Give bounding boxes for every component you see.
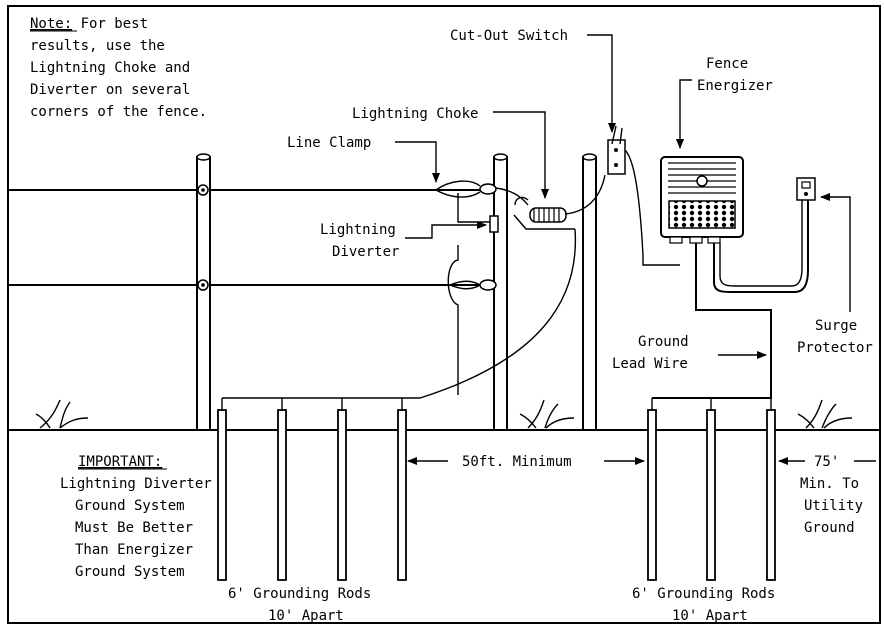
important-line-4: Than Energizer: [75, 542, 193, 558]
lightning-diverter-label-1: Lightning: [320, 222, 396, 238]
lightning-diverter-icon: [489, 215, 499, 233]
fence-energizer-icon: [660, 156, 744, 244]
diverter-ground-wire: [222, 228, 577, 399]
important-line-5: Ground System: [75, 564, 185, 580]
diverter-leader: [405, 221, 487, 239]
energizer-leader: [676, 79, 692, 149]
note-line-3: Lightning Choke and: [30, 60, 190, 76]
cut-out-switch-leader: [587, 34, 616, 133]
fifty-ft-label: 50ft. Minimum: [462, 454, 572, 470]
left-rods-caption-2: 10' Apart: [268, 608, 344, 624]
important-line-1: Lightning Diverter: [60, 476, 212, 492]
grounding-rods-right: [647, 409, 776, 581]
line-clamp-label: Line Clamp: [287, 135, 371, 151]
important-line-3: Must Be Better: [75, 520, 193, 536]
fence-energizer-label-2: Energizer: [697, 78, 773, 94]
note-line-2: results, use the: [30, 38, 165, 54]
grass-icon: [519, 399, 575, 429]
note-line-4: Diverter on several: [30, 82, 190, 98]
right-rods-caption-1: 6' Grounding Rods: [632, 586, 775, 602]
min-to-utility-label-3: Ground: [804, 520, 855, 536]
choke-lead-wire: [495, 187, 529, 206]
corner-insulator-icon: [479, 183, 497, 195]
right-rods-caption-2: 10' Apart: [672, 608, 748, 624]
grass-icon: [35, 399, 89, 429]
power-cord: [713, 200, 809, 293]
note-line-5: corners of the fence.: [30, 104, 207, 120]
line-clamp-leader: [395, 141, 440, 183]
min-to-utility-label-1: Min. To: [800, 476, 859, 492]
corner-insulator-icon: [479, 279, 497, 291]
fence-post-1: [196, 153, 211, 431]
fence-post-3: [582, 153, 597, 431]
fence-energizer-label-1: Fence: [706, 56, 748, 72]
grounding-rods-left: [217, 409, 407, 581]
fence-post-2: [493, 153, 508, 431]
line-clamp-icon: [435, 180, 481, 191]
lightning-diverter-label-2: Diverter: [332, 244, 399, 260]
note-line-1: Note: For best: [30, 16, 148, 32]
surge-protector-label-2: Protector: [797, 340, 873, 356]
lightning-choke-label: Lightning Choke: [352, 106, 478, 122]
grass-icon: [797, 399, 853, 429]
ground-lead-label-2: Lead Wire: [612, 356, 688, 372]
frame-border: [7, 5, 881, 624]
choke-leader: [493, 111, 549, 199]
ground-lead-wire: [652, 243, 772, 399]
surge-protector-leader: [820, 193, 851, 312]
left-rods-caption-1: 6' Grounding Rods: [228, 586, 371, 602]
ground-lead-label-1: Ground: [638, 334, 689, 350]
important-heading: IMPORTANT:: [78, 454, 162, 470]
cut-out-switch-icon: [607, 125, 626, 175]
lightning-choke-icon: [513, 196, 575, 230]
cut-out-switch-label: Cut-Out Switch: [450, 28, 568, 44]
surge-protector-icon: [796, 177, 816, 201]
important-line-2: Ground System: [75, 498, 185, 514]
min-to-utility-label-2: Utility: [804, 498, 863, 514]
seventy-five-label: 75': [814, 454, 839, 470]
surge-protector-label-1: Surge: [815, 318, 857, 334]
